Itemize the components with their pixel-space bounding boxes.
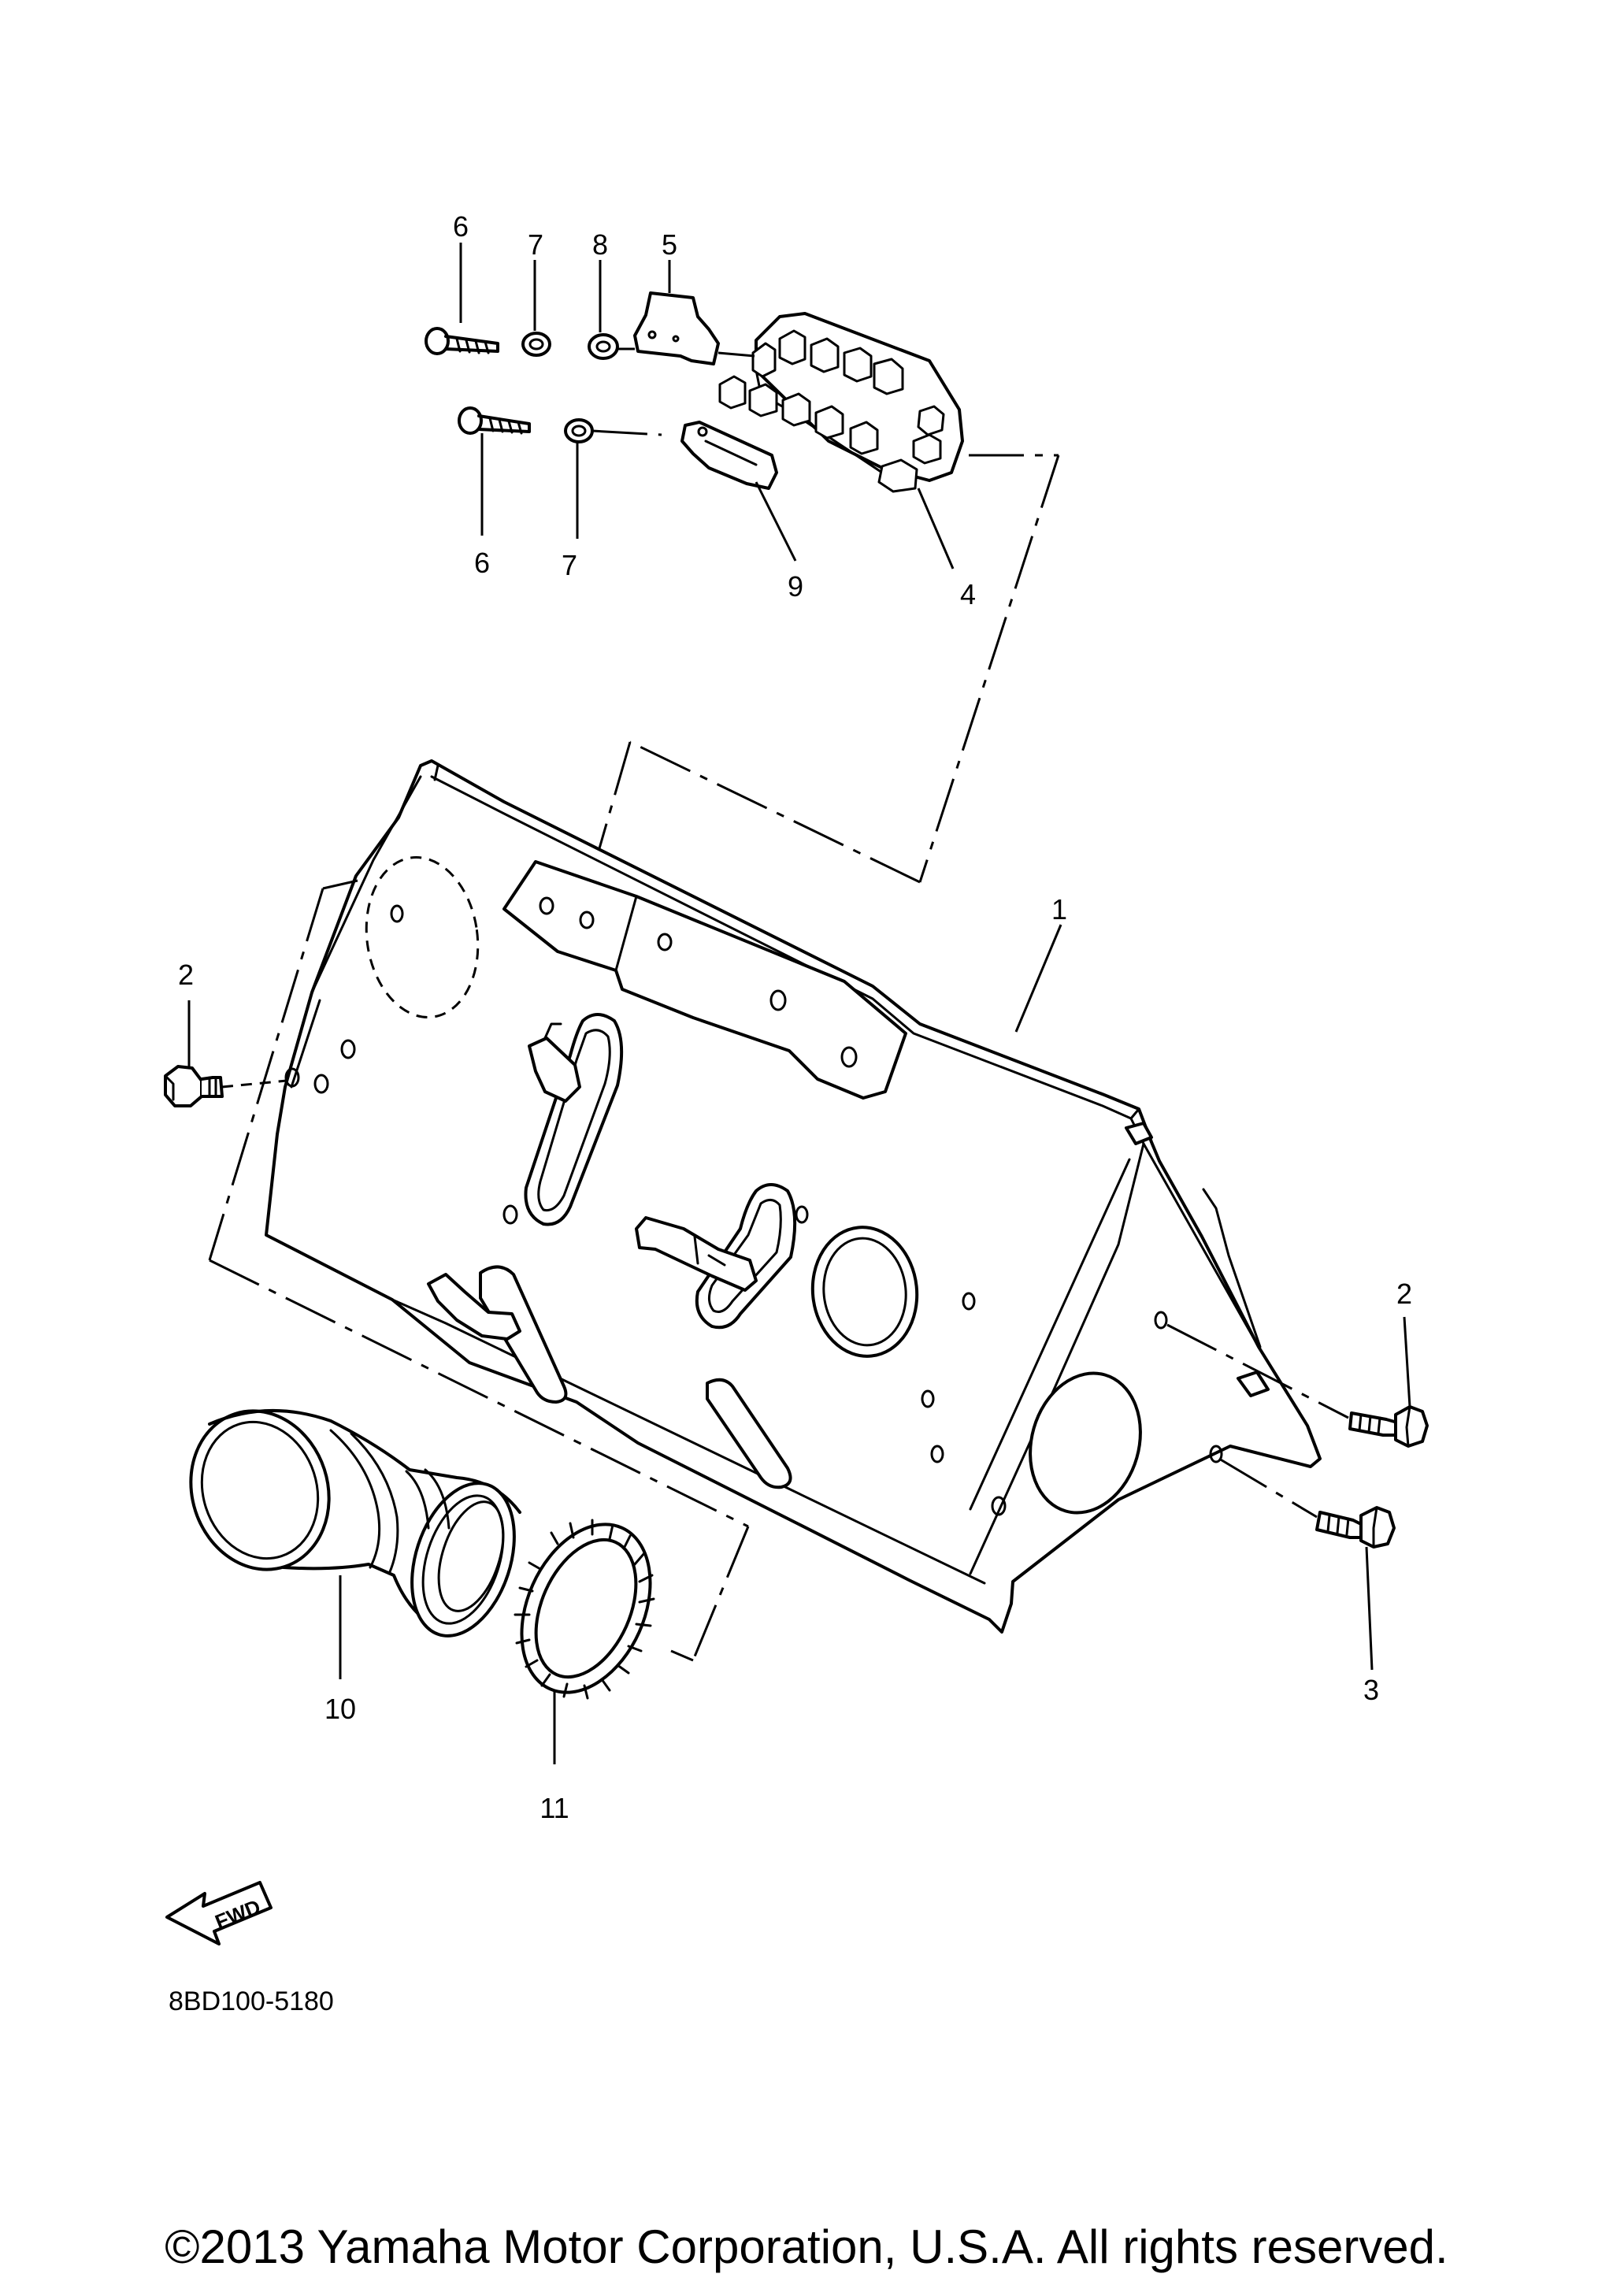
terminal-board-4 <box>718 312 964 493</box>
bolt-2-left <box>164 1065 224 1107</box>
main-bracket-1 <box>265 759 1322 1634</box>
bolt-2-right <box>1348 1405 1429 1448</box>
callout-6-upper: 6 <box>453 210 469 243</box>
intake-joint-10 <box>189 1408 521 1638</box>
washer-7-lower <box>564 418 594 443</box>
callout-10: 10 <box>324 1693 356 1725</box>
callout-8: 8 <box>592 228 608 261</box>
part-code: 8BD100-5180 <box>169 1986 334 2016</box>
callout-1: 1 <box>1051 893 1067 925</box>
seal-ring-11 <box>514 1519 655 1700</box>
screw-6-lower <box>458 406 531 435</box>
copyright-notice: ©2013 Yamaha Motor Corporation, U.S.A. A… <box>165 2220 1448 2273</box>
bolt-3 <box>1315 1506 1396 1549</box>
callout-4: 4 <box>960 578 976 610</box>
collar-8 <box>588 333 619 360</box>
washer-7-upper <box>521 332 551 357</box>
screw-6-upper <box>425 327 499 355</box>
callout-5: 5 <box>662 228 677 261</box>
callout-2-left: 2 <box>178 959 194 991</box>
callout-11: 11 <box>540 1792 569 1824</box>
callout-2-right: 2 <box>1396 1278 1412 1310</box>
clip-9 <box>680 421 778 490</box>
callout-7-lower: 7 <box>562 549 577 581</box>
callout-6-lower: 6 <box>474 547 490 579</box>
bracket-5 <box>633 291 720 365</box>
fwd-arrow-icon: FWD <box>165 1881 273 1945</box>
callout-7-upper: 7 <box>528 228 543 261</box>
callout-9: 9 <box>788 570 803 603</box>
callout-3: 3 <box>1363 1674 1379 1706</box>
